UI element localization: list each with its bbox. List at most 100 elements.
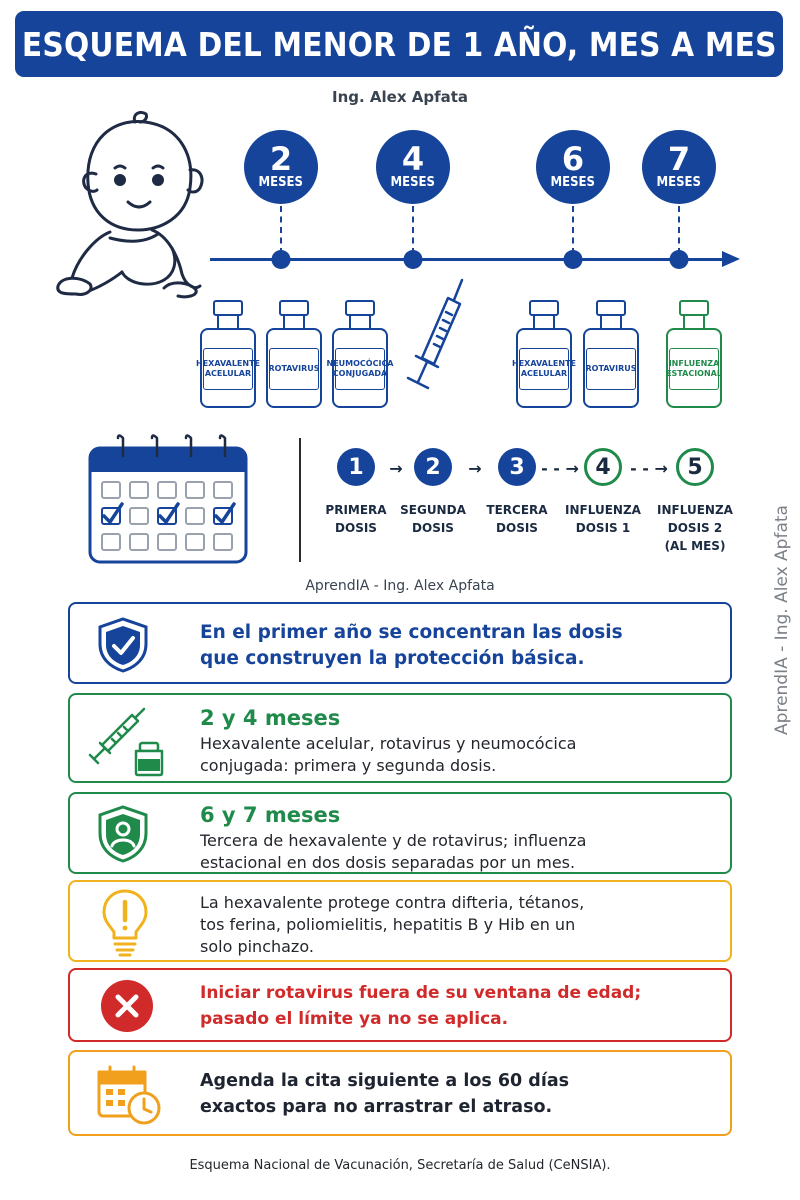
dashed-arrow-icon: - - →: [541, 459, 579, 478]
dose-label: SEGUNDA DOSIS: [400, 503, 466, 535]
vial-label: ROTAVIRUS: [268, 348, 320, 390]
timeline-dot: [669, 250, 689, 269]
info-box-tip: La hexavalente protege contra difteria, …: [68, 880, 732, 962]
baby-illustration: [56, 110, 204, 299]
box-line: tos ferina, poliomielitis, hepatitis B y…: [200, 915, 576, 934]
section-divider: [299, 438, 301, 562]
vial-influenza: INFLUENZA ESTACIONAL: [666, 300, 722, 408]
vial-cap: [279, 300, 309, 316]
vial-cap: [213, 300, 243, 316]
month-marker-7: 7 MESES: [642, 130, 716, 204]
footer-source: Esquema Nacional de Vacunación, Secretar…: [189, 1158, 611, 1173]
timeline-dot: [271, 250, 291, 269]
dose-circle-3: 3: [498, 448, 536, 486]
box-text: Iniciar rotavirus fuera de su ventana de…: [200, 980, 716, 1032]
timeline-dot: [403, 250, 423, 269]
dose-circle-1: 1: [337, 448, 375, 486]
vial-hexavalente: HEXAVALENTE ACELULAR: [196, 300, 260, 408]
author-subtitle: Ing. Alex Apfata: [331, 88, 469, 106]
box-heading: 6 y 7 meses: [200, 803, 341, 827]
dose-label: INFLUENZA DOSIS 1: [565, 503, 641, 535]
vial-hexavalente-2: HEXAVALENTE ACELULAR: [512, 300, 576, 408]
month-connector: [412, 206, 414, 254]
month-unit: MESES: [258, 175, 304, 190]
dose-label: PRIMERA DOSIS: [325, 503, 387, 535]
dose-sequence: 1 → 2 → 3 - - → 4 - - → 5 PRIMERA DOSIS …: [318, 448, 738, 568]
title-bar: ESQUEMA DEL MENOR DE 1 AÑO, MES A MES: [15, 11, 783, 77]
arrow-icon: →: [389, 459, 403, 478]
arrow-icon: →: [468, 459, 482, 478]
month-connector: [280, 206, 282, 254]
vial-neck: [217, 316, 239, 328]
timeline-arrow-head: [722, 251, 740, 267]
box-line: Agenda la cita siguiente a los 60 días: [200, 1071, 570, 1091]
vial-neck: [349, 316, 371, 328]
month-number: 4: [401, 140, 425, 178]
box-line: En el primer año se concentran las dosis: [200, 622, 623, 643]
credit-text: AprendIA - Ing. Alex Apfata: [305, 578, 495, 594]
dose-label: TERCERA DOSIS: [486, 503, 548, 535]
box-text: Agenda la cita siguiente a los 60 días e…: [200, 1068, 716, 1120]
vial-cap: [345, 300, 375, 316]
month-number: 6: [561, 140, 585, 178]
month-marker-4: 4 MESES: [376, 130, 450, 204]
vial-neck: [600, 316, 622, 328]
calendar-clock-icon: [97, 1065, 161, 1125]
box-line: conjugada: primera y segunda dosis.: [200, 756, 497, 775]
syringe-icon: [406, 278, 464, 390]
box-heading: 2 y 4 meses: [200, 706, 341, 730]
vial-label: HEXAVALENTE ACELULAR: [196, 348, 260, 390]
month-number: 7: [667, 140, 691, 178]
box-line: Hexavalente acelular, rotavirus y neumoc…: [200, 734, 577, 753]
month-marker-6: 6 MESES: [536, 130, 610, 204]
box-text: En el primer año se concentran las dosis…: [200, 620, 716, 672]
vial-label: HEXAVALENTE ACELULAR: [512, 348, 576, 390]
calendar-icon: [88, 434, 248, 564]
month-connector: [572, 206, 574, 254]
box-line: Tercera de hexavalente y de rotavirus; i…: [200, 831, 587, 850]
vial-label: ROTAVIRUS: [585, 348, 637, 390]
vial-cap: [679, 300, 709, 316]
timeline-line: [210, 258, 730, 261]
month-number: 2: [269, 140, 293, 178]
timeline-dot: [563, 250, 583, 269]
month-connector: [678, 206, 680, 254]
vial-rotavirus: ROTAVIRUS: [266, 300, 322, 408]
lightbulb-icon: [102, 889, 148, 957]
info-box-months-6-7: 6 y 7 meses Tercera de hexavalente y de …: [68, 792, 732, 874]
month-unit: MESES: [550, 175, 596, 190]
syringe-vial-icon: [88, 707, 164, 777]
info-box-months-2-4: 2 y 4 meses Hexavalente acelular, rotavi…: [68, 693, 732, 783]
info-box-protection: En el primer año se concentran las dosis…: [68, 602, 732, 684]
vial-neck: [283, 316, 305, 328]
vial-cap: [596, 300, 626, 316]
shield-person-icon: [98, 805, 148, 863]
box-line: exactos para no arrastrar el atraso.: [200, 1097, 553, 1117]
error-x-icon: [101, 980, 153, 1032]
vial-neumococica: NEUMOCÓCICA CONJUGADA: [327, 300, 394, 408]
dose-circle-2: 2: [414, 448, 452, 486]
vial-cap: [529, 300, 559, 316]
vial-neck: [533, 316, 555, 328]
box-text: 2 y 4 meses Hexavalente acelular, rotavi…: [200, 705, 716, 777]
box-text: La hexavalente protege contra difteria, …: [200, 892, 716, 958]
month-unit: MESES: [656, 175, 702, 190]
info-box-schedule: Agenda la cita siguiente a los 60 días e…: [68, 1050, 732, 1136]
box-line: Iniciar rotavirus fuera de su ventana de…: [200, 983, 642, 1003]
dose-circle-5: 5: [676, 448, 714, 486]
vial-rotavirus-2: ROTAVIRUS: [583, 300, 639, 408]
month-unit: MESES: [390, 175, 436, 190]
dose-circle-4: 4: [584, 448, 622, 486]
box-line: que construyen la protección básica.: [200, 648, 585, 669]
box-line: solo pinchazo.: [200, 937, 314, 956]
shield-check-icon: [98, 617, 148, 673]
info-box-warning: Iniciar rotavirus fuera de su ventana de…: [68, 968, 732, 1042]
box-line: La hexavalente protege contra difteria, …: [200, 893, 585, 912]
age-timeline: 2 MESES 4 MESES 6 MESES 7 MESES: [210, 120, 750, 290]
dose-label: INFLUENZA DOSIS 2 (AL MES): [657, 503, 733, 553]
month-marker-2: 2 MESES: [244, 130, 318, 204]
box-line: estacional en dos dosis separadas por un…: [200, 853, 576, 872]
dashed-arrow-icon: - - →: [630, 459, 668, 478]
vertical-credit-text: AprendIA - Ing. Alex Apfata: [772, 505, 792, 735]
page-title: ESQUEMA DEL MENOR DE 1 AÑO, MES A MES: [21, 24, 777, 64]
